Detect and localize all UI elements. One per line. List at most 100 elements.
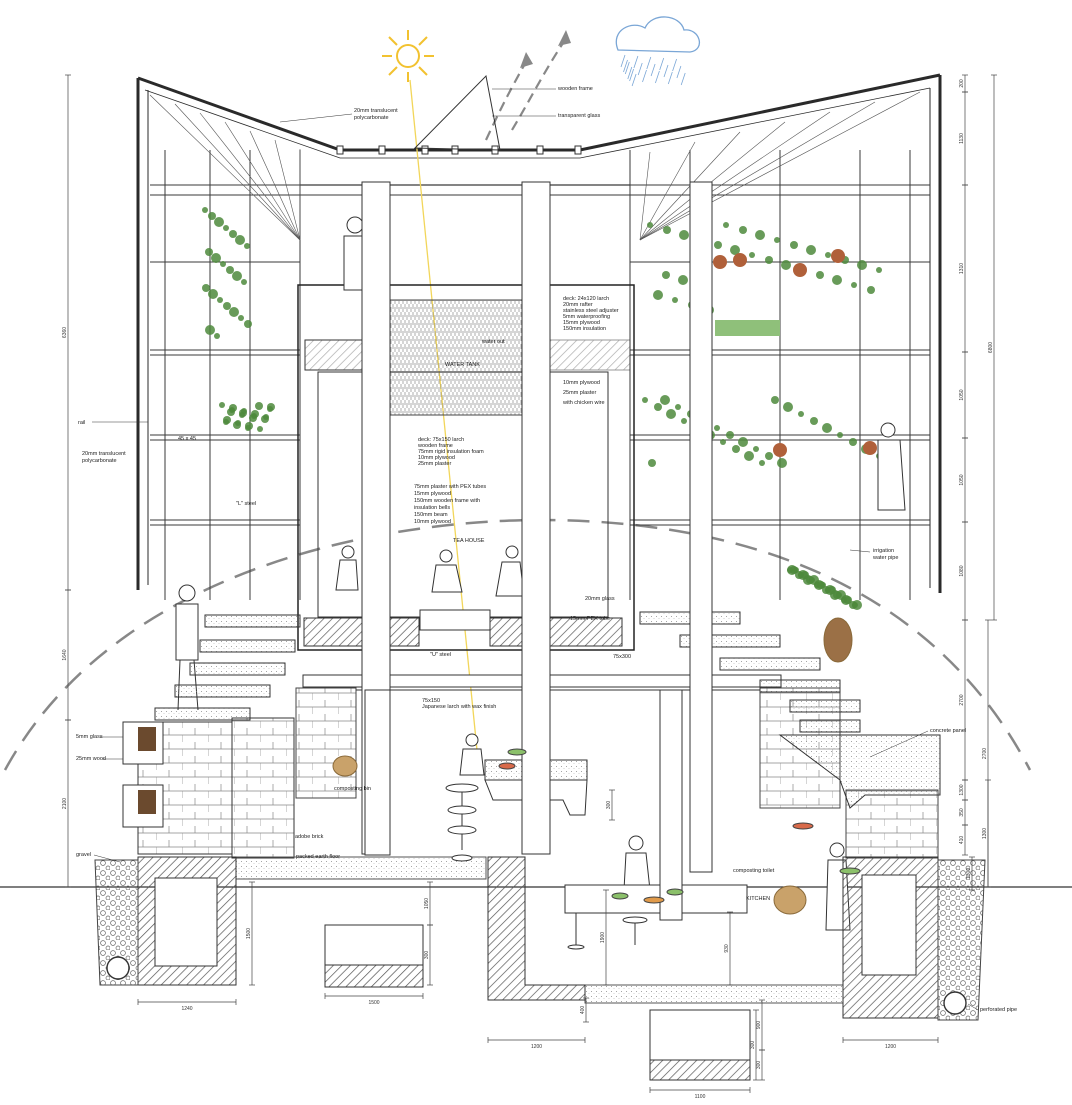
dimension-label: 1300	[966, 868, 972, 879]
annotation-text: 25mm plaster	[563, 390, 596, 396]
dimension-label: 1500	[246, 928, 252, 939]
plant-leaf	[810, 417, 818, 425]
annotation-text: with chicken wire	[562, 400, 605, 406]
rain-drop	[667, 71, 673, 85]
dimension-label: 300	[424, 951, 430, 960]
leader-line	[967, 1003, 979, 1011]
annotation-text: 20mm rafter	[563, 302, 593, 308]
plant-leaf	[774, 237, 780, 243]
beam-bracket	[336, 145, 344, 155]
dimension-label: 1130	[959, 133, 965, 144]
annotation-text: 15mm plywood	[414, 491, 451, 497]
timber-frame	[149, 91, 930, 600]
annotation-text: 5mm glass	[76, 734, 103, 740]
plant-leaf	[672, 297, 678, 303]
beam-bracket	[378, 145, 386, 155]
dimension-label: 200	[959, 79, 965, 88]
plant-leaf	[777, 458, 787, 468]
plant-leaf	[235, 235, 245, 245]
plant-leaf	[226, 266, 234, 274]
dimension-label: 1500	[368, 1000, 379, 1006]
stair-step	[759, 679, 841, 693]
dimension-label: 6800	[988, 342, 994, 353]
stair-step	[719, 657, 821, 671]
dimension-label: 1240	[181, 1006, 192, 1012]
plant-leaf	[836, 590, 846, 600]
rain-drop	[663, 64, 669, 78]
stair-step	[199, 639, 296, 653]
stair-step	[204, 614, 301, 628]
annotation-text: 25mm plaster	[418, 461, 451, 467]
dimension-label: 1640	[62, 649, 68, 660]
plant-leaf	[749, 252, 755, 258]
plant-leaf	[239, 412, 245, 418]
plant-leaf	[257, 426, 263, 432]
columns	[361, 181, 713, 921]
vegetable-fruit	[733, 253, 747, 267]
annotation-text: insulation bells	[414, 505, 450, 511]
plant-leaf	[714, 241, 722, 249]
annotation-text: "U" steel	[430, 652, 451, 658]
plant-leaf	[876, 267, 882, 273]
airflow-arrow-icon	[485, 39, 566, 141]
dimension-label: 1050	[959, 474, 965, 485]
plant-leaf	[647, 222, 653, 228]
plant-leaf	[666, 409, 676, 419]
annotation-text: 15mm plywood	[563, 320, 600, 326]
stair-step	[189, 662, 286, 676]
roof-rafter	[639, 151, 651, 241]
plant-leaf	[233, 421, 241, 429]
dimension-label: 410	[959, 836, 965, 845]
dimension-label: 400	[580, 1006, 586, 1015]
roof-skylight	[413, 74, 501, 151]
vegetable-fruit	[773, 443, 787, 457]
dimension-label: 1080	[959, 565, 965, 576]
dimension-label: 6360	[62, 327, 68, 338]
plant-leaf	[806, 245, 816, 255]
annotation-text: polycarbonate	[354, 115, 389, 121]
annotation-text: WATER TANK	[445, 362, 480, 368]
rain-drop	[624, 61, 630, 75]
rain-drop	[650, 63, 656, 77]
plant-leaf	[238, 315, 244, 321]
leader-line	[279, 113, 353, 123]
leader-line	[849, 549, 871, 553]
plant-leaf	[223, 225, 229, 231]
roof	[136, 73, 942, 593]
annotation-text: 5mm waterproofing	[563, 314, 610, 320]
plant-leaf	[208, 212, 216, 220]
annotation-text: "L" steel	[236, 501, 256, 507]
annotation-text: KITCHEN	[746, 896, 770, 902]
plant-leaf	[867, 286, 875, 294]
rain-drop	[633, 55, 639, 69]
dimension-lines: 6360164021002001130131010501050108027001…	[62, 74, 997, 1100]
dimension-label: 300	[606, 801, 612, 810]
plant-leaf	[223, 419, 229, 425]
roof-rafter	[639, 91, 921, 241]
roof-rafter	[639, 111, 831, 241]
annotation-text: concrete panel	[930, 728, 966, 734]
dimension-label: 1050	[959, 389, 965, 400]
beam-bracket	[536, 145, 544, 155]
annotation-text: irrigation	[873, 548, 894, 554]
rain-drop	[620, 54, 626, 68]
plant-leaf	[832, 275, 842, 285]
plant-leaf	[244, 320, 252, 328]
annotation-text: 15mm PEX tube	[570, 616, 610, 622]
plant-leaf	[679, 230, 689, 240]
rain-drop	[676, 65, 682, 79]
roof-rafter	[639, 121, 786, 241]
plant-leaf	[828, 586, 836, 594]
food	[498, 748, 861, 904]
annotation-text: stainless steel adjuster	[563, 308, 619, 314]
plant-leaf	[660, 395, 670, 405]
compost-baskets	[332, 617, 853, 915]
sun-ray	[409, 79, 479, 761]
annotation-text: deck: 75x150 larch	[418, 437, 464, 443]
column	[689, 181, 713, 873]
stair-step	[789, 699, 861, 713]
plant-leaf	[844, 596, 852, 604]
roof-rafter	[274, 139, 301, 241]
plant-leaf	[790, 241, 798, 249]
